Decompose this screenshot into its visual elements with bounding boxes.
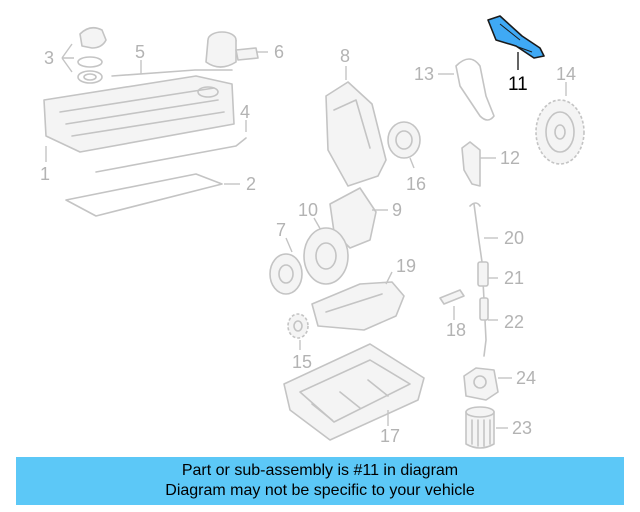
part-24-filter-housing xyxy=(463,367,499,401)
callout-1: 1 xyxy=(40,164,50,184)
callout-17: 17 xyxy=(380,426,400,446)
part-6-filler-neck xyxy=(205,31,259,68)
part-20-22-dipstick xyxy=(469,202,489,357)
callout-16: 16 xyxy=(406,174,426,194)
part-7-plate xyxy=(303,227,349,285)
part-18-bracket xyxy=(439,289,465,305)
callout-6: 6 xyxy=(274,42,284,62)
part-17-oil-pan xyxy=(283,343,425,441)
callout-13: 13 xyxy=(414,64,434,84)
callout-19: 19 xyxy=(396,256,416,276)
caption-banner: Part or sub-assembly is #11 in diagram D… xyxy=(16,457,624,505)
part-3-oil-cap xyxy=(77,26,107,84)
callout-11: 11 xyxy=(508,74,528,95)
part-16-pulley xyxy=(387,121,421,159)
part-5-gasket xyxy=(111,69,233,77)
part-13-timing-belt xyxy=(455,58,495,121)
parts-diagram: 3 5 6 1 4 2 8 16 13 xyxy=(40,15,585,449)
callout-5: 5 xyxy=(135,42,145,62)
part-12-bracket xyxy=(461,141,481,187)
callout-21: 21 xyxy=(504,268,524,288)
callout-20: 20 xyxy=(504,228,524,248)
callout-10: 10 xyxy=(298,200,318,220)
callout-15: 15 xyxy=(292,352,312,372)
part-11-highlighted xyxy=(487,15,545,59)
caption-line-1: Part or sub-assembly is #11 in diagram xyxy=(181,462,459,479)
callout-7: 7 xyxy=(276,220,286,240)
part-crank-pulley xyxy=(269,253,303,295)
callout-3: 3 xyxy=(44,48,54,68)
callout-2: 2 xyxy=(246,174,256,194)
callout-23: 23 xyxy=(512,418,532,438)
callout-24: 24 xyxy=(516,368,536,388)
callout-9: 9 xyxy=(392,200,402,220)
part-1-valve-cover xyxy=(43,75,235,153)
part-14-cam-gear xyxy=(535,99,585,165)
callout-22: 22 xyxy=(504,312,524,332)
callout-4: 4 xyxy=(240,102,250,122)
part-2-gasket xyxy=(65,173,223,217)
part-15-sprocket xyxy=(287,313,309,339)
callout-18: 18 xyxy=(446,320,466,340)
part-4-seal xyxy=(95,137,247,173)
caption-line-2: Diagram may not be specific to your vehi… xyxy=(165,482,475,499)
callout-12: 12 xyxy=(500,148,520,168)
callout-14: 14 xyxy=(556,64,576,84)
part-8-timing-cover xyxy=(325,81,387,187)
part-19-pump-housing xyxy=(311,281,405,331)
part-23-oil-filter xyxy=(465,406,495,449)
callout-8: 8 xyxy=(340,46,350,66)
